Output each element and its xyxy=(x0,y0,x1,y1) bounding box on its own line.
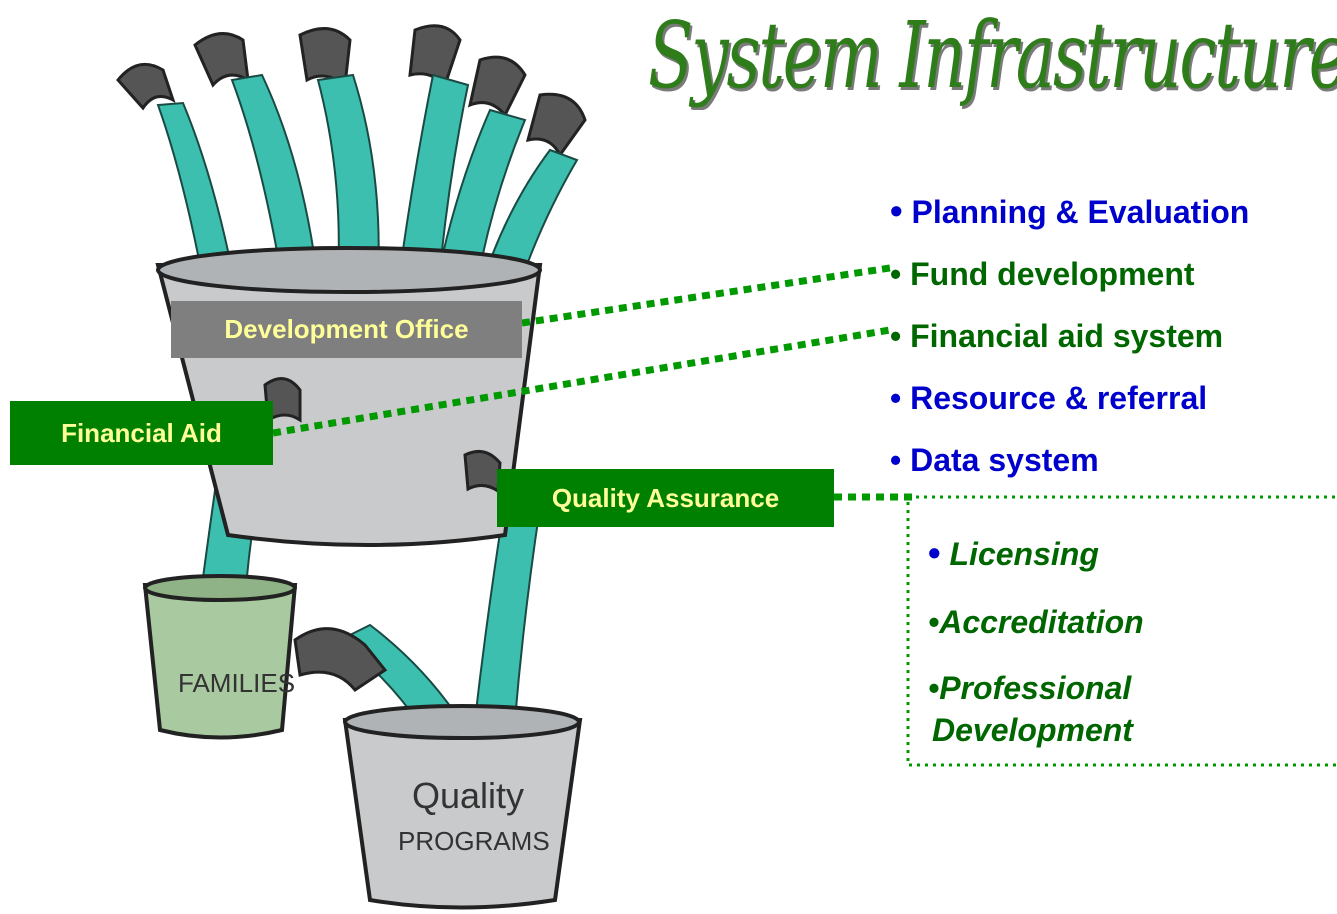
quality-item-development: Development xyxy=(932,712,1133,748)
infrastructure-item-financial-aid-system: • Financial aid system xyxy=(890,318,1224,354)
connector-lines xyxy=(272,264,912,501)
quality-label: Quality xyxy=(412,775,524,816)
financial-aid-label: Financial Aid xyxy=(10,401,273,465)
quality-item-accreditation: •Accreditation xyxy=(928,604,1144,640)
infrastructure-item-data-system: • Data system xyxy=(890,442,1099,478)
quality-assurance-bracket xyxy=(906,495,1337,767)
quality-item-professional: •Professional xyxy=(928,670,1132,706)
page-title: System Infrastructure xyxy=(648,2,1337,109)
infrastructure-item-fund-development: • Fund development xyxy=(890,256,1195,292)
infrastructure-item-planning: • Planning & Evaluation xyxy=(890,190,1250,231)
infrastructure-item-resource-referral: • Resource & referral xyxy=(890,380,1208,416)
faucet-icons xyxy=(116,24,587,158)
quality-assurance-label: Quality Assurance xyxy=(497,469,834,527)
families-label: FAMILIES xyxy=(178,668,295,698)
families-bucket xyxy=(142,583,298,740)
quality-programs-bucket xyxy=(342,718,583,910)
quality-item-licensing: • Licensing xyxy=(928,532,1099,573)
programs-label: PROGRAMS xyxy=(398,826,550,856)
development-office-label: Development Office xyxy=(171,301,522,358)
